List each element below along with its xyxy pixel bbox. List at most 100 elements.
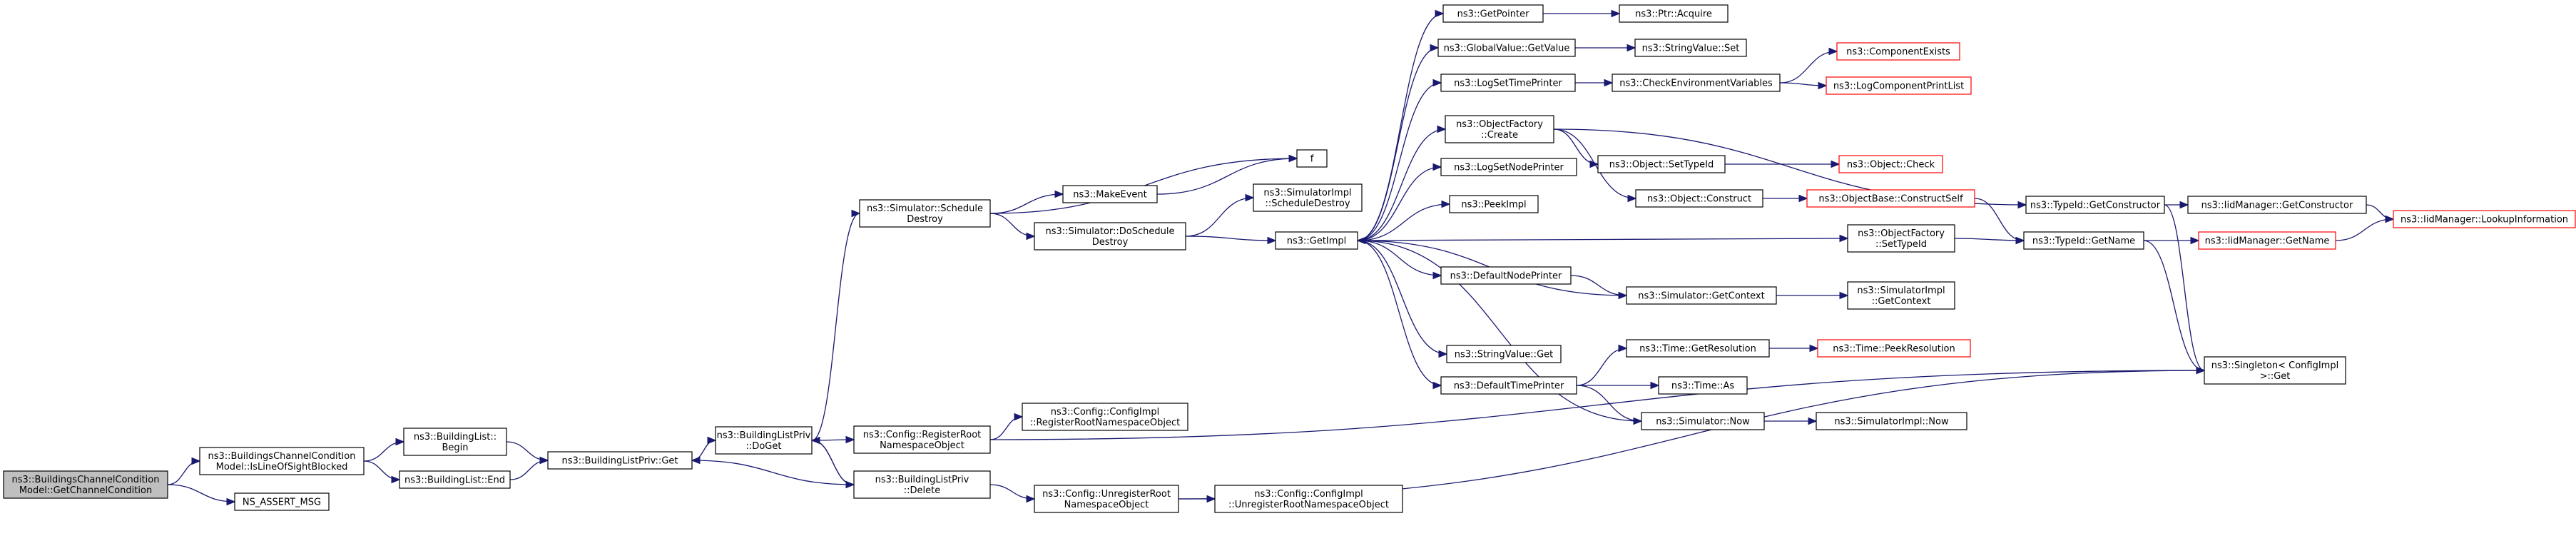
node-label: ns3::SimulatorImpl: [1857, 285, 1945, 296]
node-label: ns3::Config::ConfigImpl: [1051, 407, 1160, 418]
graph-node-checkEnv[interactable]: ns3::CheckEnvironmentVariables: [1612, 74, 1781, 92]
graph-node-ofCreate[interactable]: ns3::ObjectFactory::Create: [1445, 115, 1554, 143]
graph-node-logCompPrint[interactable]: ns3::LogComponentPrintList: [1826, 76, 1972, 95]
graph-node-obConstructSelf[interactable]: ns3::ObjectBase::ConstructSelf: [1806, 189, 1975, 208]
node-box: [1838, 155, 1943, 173]
graph-node-defNodePrinter[interactable]: ns3::DefaultNodePrinter: [1440, 266, 1572, 285]
node-label: ns3::MakeEvent: [1073, 190, 1147, 201]
graph-node-ptrAcquire[interactable]: ns3::Ptr::Acquire: [1619, 4, 1729, 23]
graph-node-blpDelete[interactable]: ns3::BuildingListPriv::Delete: [853, 470, 991, 499]
edge-checkEnv-to-logCompPrint: [1779, 83, 1826, 86]
graph-node-simNow[interactable]: ns3::Simulator::Now: [1641, 412, 1765, 430]
node-label: ns3::Simulator::DoSchedule: [1045, 226, 1174, 237]
node-box: [1449, 195, 1539, 213]
graph-node-compExists[interactable]: ns3::ComponentExists: [1836, 42, 1960, 61]
node-label: ns3::BuildingList::End: [404, 475, 505, 486]
graph-node-simSchedDestroy[interactable]: ns3::Simulator::ScheduleDestroy: [859, 199, 991, 228]
edge-getImpl-to-logSetNode: [1357, 167, 1441, 241]
graph-node-cfgReg[interactable]: ns3::Config::RegisterRootNamespaceObject: [853, 425, 991, 454]
graph-node-simImplNow[interactable]: ns3::SimulatorImpl::Now: [1816, 412, 1967, 430]
graph-node-cfgImplReg[interactable]: ns3::Config::ConfigImpl::RegisterRootNam…: [1022, 403, 1188, 431]
node-label: ns3::GetPointer: [1457, 9, 1529, 20]
graph-node-getImpl[interactable]: ns3::GetImpl: [1275, 231, 1358, 250]
edge-root-to-isLOS: [167, 461, 200, 485]
node-label: ns3::CheckEnvironmentVariables: [1619, 79, 1773, 89]
graph-node-timeAs[interactable]: ns3::Time::As: [1658, 376, 1748, 395]
graph-node-timePeekRes[interactable]: ns3::Time::PeekResolution: [1817, 339, 1971, 358]
node-label: ns3::TypeId::GetName: [2032, 236, 2135, 247]
graph-node-logSetTime[interactable]: ns3::LogSetTimePrinter: [1440, 74, 1576, 92]
node-label: ns3::DefaultTimePrinter: [1454, 381, 1564, 392]
node-box: [1847, 224, 1955, 253]
graph-node-assert[interactable]: NS_ASSERT_MSG: [234, 492, 330, 511]
edge-getImpl-to-peekImpl: [1357, 204, 1450, 241]
node-box: [3, 470, 168, 499]
node-label: ::GetContext: [1872, 296, 1931, 307]
graph-node-makeEvent[interactable]: ns3::MakeEvent: [1062, 185, 1158, 203]
node-label: ns3::IidManager::GetName: [2205, 236, 2330, 247]
graph-node-singleton[interactable]: ns3::Singleton< ConfigImpl >::Get: [2204, 356, 2346, 385]
graph-node-timeGetRes[interactable]: ns3::Time::GetResolution: [1626, 339, 1770, 358]
graph-node-simImplSchedDestroy[interactable]: ns3::SimulatorImpl::ScheduleDestroy: [1253, 183, 1363, 212]
node-label: ns3::StringValue::Get: [1455, 350, 1553, 360]
node-box: [2023, 231, 2144, 250]
graph-node-svSet[interactable]: ns3::StringValue::Set: [1634, 39, 1747, 57]
graph-node-getPointer[interactable]: ns3::GetPointer: [1442, 4, 1544, 23]
node-label: ::RegisterRootNamespaceObject: [1030, 418, 1181, 428]
graph-node-logSetNode[interactable]: ns3::LogSetNodePrinter: [1440, 158, 1577, 176]
graph-node-objSetTypeId[interactable]: ns3::Object::SetTypeId: [1597, 155, 1726, 173]
edge-simSchedDestroy-to-makeEvent: [989, 194, 1063, 214]
edge-isLOS-to-blEnd: [363, 460, 399, 480]
graph-node-blEnd[interactable]: ns3::BuildingList::End: [399, 470, 511, 489]
graph-node-objCheck[interactable]: ns3::Object::Check: [1838, 155, 1943, 173]
node-label: ns3::DefaultNodePrinter: [1450, 271, 1562, 282]
graph-node-simImplGetContext[interactable]: ns3::SimulatorImpl::GetContext: [1847, 281, 1955, 310]
node-label: Model::GetChannelCondition: [19, 485, 152, 496]
node-box: [1296, 149, 1328, 168]
edge-getImpl-to-logSetTime: [1357, 83, 1441, 241]
graph-node-isLOS[interactable]: ns3::BuildingsChannelConditionModel::IsL…: [199, 447, 365, 475]
node-box: [234, 492, 330, 511]
node-box: [2025, 196, 2165, 214]
edge-blpDelete-to-cfgUnreg: [989, 484, 1034, 499]
graph-node-iidLookup[interactable]: ns3::IidManager::LookupInformation: [2393, 210, 2576, 228]
node-box: [1641, 412, 1765, 430]
graph-node-cfgUnreg[interactable]: ns3::Config::UnregisterRootNamespaceObje…: [1034, 485, 1179, 513]
graph-node-defTimePrinter[interactable]: ns3::DefaultTimePrinter: [1440, 376, 1577, 395]
graph-node-blpGet[interactable]: ns3::BuildingListPriv::Get: [547, 451, 693, 470]
graph-node-objConstruct[interactable]: ns3::Object::Construct: [1635, 189, 1763, 208]
node-label: ::UnregisterRootNamespaceObject: [1228, 500, 1389, 510]
graph-node-f[interactable]: f: [1296, 149, 1328, 168]
node-label: Destroy: [1092, 237, 1129, 248]
node-label: ::SetTypeId: [1875, 239, 1927, 250]
node-box: [547, 451, 693, 470]
graph-node-root[interactable]: ns3::BuildingsChannelConditionModel::Get…: [3, 470, 168, 499]
node-box: [1626, 339, 1770, 358]
node-label: ns3::GlobalValue::GetValue: [1444, 44, 1570, 54]
graph-node-ofSetTypeId[interactable]: ns3::ObjectFactory::SetTypeId: [1847, 224, 1955, 253]
edge-typeIdGetName-to-singleton: [2143, 240, 2205, 370]
node-label: ns3::ObjectFactory: [1456, 119, 1543, 130]
node-box: [1634, 39, 1747, 57]
graph-node-cfgImplUnreg[interactable]: ns3::Config::ConfigImpl::UnregisterRootN…: [1214, 485, 1403, 513]
graph-node-typeIdGetName[interactable]: ns3::TypeId::GetName: [2023, 231, 2144, 250]
node-box: [859, 199, 991, 228]
graph-node-typeIdGetCons[interactable]: ns3::TypeId::GetConstructor: [2025, 196, 2165, 214]
node-label: ns3::Time::PeekResolution: [1833, 344, 1955, 355]
graph-node-iidGetName[interactable]: ns3::IidManager::GetName: [2198, 231, 2336, 250]
node-box: [1062, 185, 1158, 203]
node-box: [1253, 183, 1363, 212]
edge-defTimePrinter-to-simNow: [1576, 385, 1641, 421]
edge-blEnd-to-blpGet: [509, 460, 548, 480]
edge-isLOS-to-blBegin: [363, 442, 404, 462]
graph-node-iidGetCons[interactable]: ns3::IidManager::GetConstructor: [2187, 196, 2367, 214]
graph-node-svGet[interactable]: ns3::StringValue::Get: [1446, 345, 1562, 363]
graph-node-simGetContext[interactable]: ns3::Simulator::GetContext: [1626, 286, 1777, 305]
edge-defNodePrinter-to-simGetContext: [1570, 275, 1626, 295]
edge-root-to-assert: [167, 484, 235, 502]
graph-node-blBegin[interactable]: ns3::BuildingList::Begin: [403, 428, 507, 456]
graph-node-peekImpl[interactable]: ns3::PeekImpl: [1449, 195, 1539, 213]
graph-node-blpDoGet[interactable]: ns3::BuildingListPriv::DoGet: [715, 426, 813, 455]
graph-node-gvGetValue[interactable]: ns3::GlobalValue::GetValue: [1437, 39, 1576, 57]
